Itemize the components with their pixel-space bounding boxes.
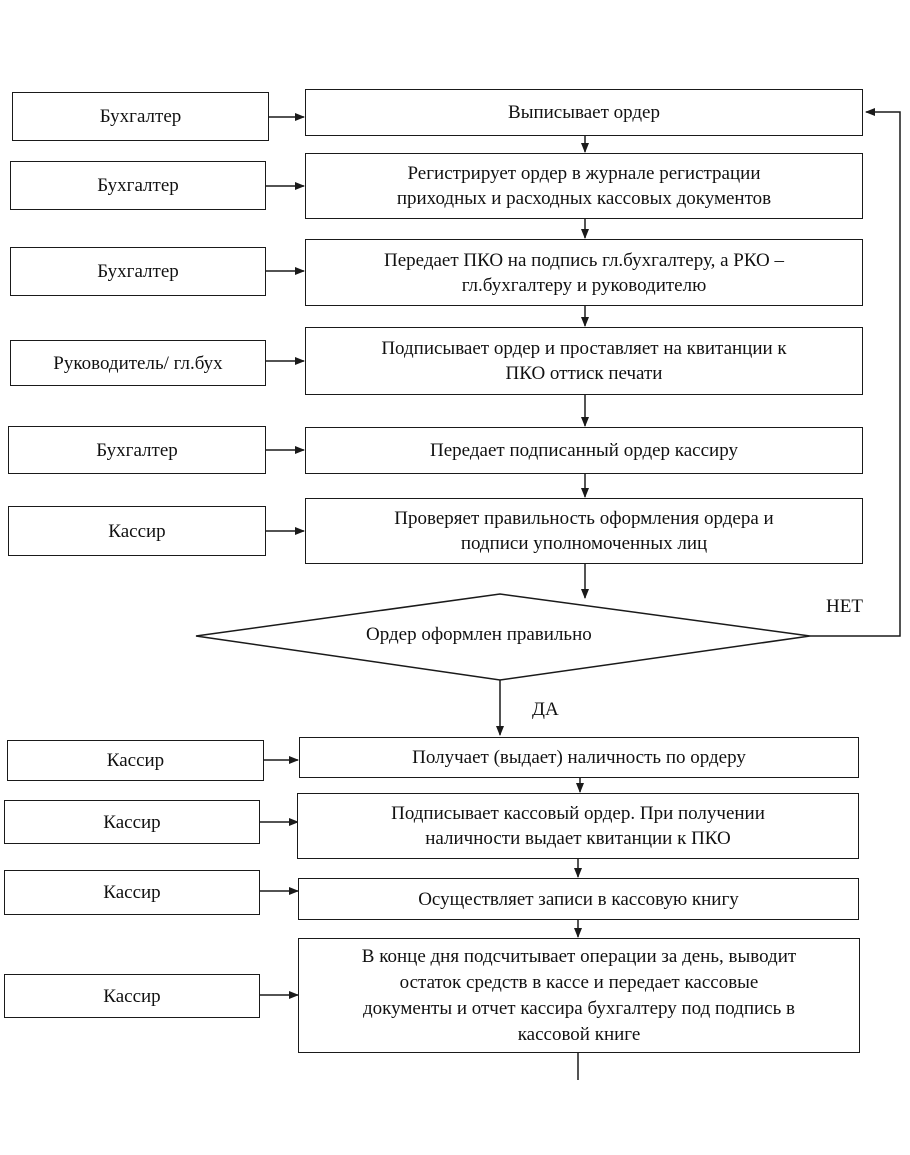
step-text-line: В конце дня подсчитывает операции за ден…: [361, 945, 797, 967]
step-text-line: подписи уполномоченных лиц: [460, 533, 708, 554]
actor-label: Кассир: [103, 985, 161, 1007]
step-box: Осуществляет записи в кассовую книгу: [298, 878, 859, 920]
step-text: Получает (выдает) наличность по ордеру: [412, 747, 746, 768]
actor-label: Бухгалтер: [96, 439, 178, 461]
decision-yes-label: ДА: [532, 699, 559, 720]
actor-label: Бухгалтер: [99, 106, 182, 127]
step-box: Передает подписанный ордер кассиру: [305, 427, 863, 474]
step-box: Выписывает ордер: [305, 89, 863, 136]
actor-box: Бухгалтер: [8, 426, 266, 474]
step-text: Передает подписанный ордер кассиру: [430, 440, 738, 461]
actor-box: Кассир: [4, 974, 260, 1018]
actor-box: Бухгалтер: [10, 247, 266, 296]
step-box: Передает ПКО на подпись гл.бухгалтеру, а…: [305, 239, 863, 306]
actor-box: Бухгалтер: [10, 161, 266, 210]
step-text-line: гл.бухгалтеру и руководителю: [461, 274, 707, 296]
step-text-line: Передает ПКО на подпись гл.бухгалтеру, а…: [383, 249, 785, 271]
arrow-decision-no: [810, 108, 901, 637]
actor-box: Кассир: [8, 506, 266, 556]
step-text-line: остаток средств в кассе и передает кассо…: [399, 971, 759, 993]
step-text-line: наличности выдает квитанции к ПКО: [425, 828, 731, 849]
step-text-line: Подписывает кассовый ордер. При получени…: [391, 803, 765, 824]
step-box: Подписывает кассовый ордер. При получени…: [297, 793, 859, 859]
actor-label: Кассир: [108, 520, 166, 542]
step-box: Регистрирует ордер в журнале регистрации…: [305, 153, 863, 219]
decision-question: Ордер оформлен правильно: [366, 624, 592, 645]
step-text: Осуществляет записи в кассовую книгу: [418, 888, 739, 910]
step-text-line: Подписывает ордер и проставляет на квита…: [381, 338, 787, 359]
actor-box: Бухгалтер: [12, 92, 269, 141]
step-text-line: кассовой книге: [517, 1023, 641, 1045]
step-text-line: документы и отчет кассира бухгалтеру под…: [363, 997, 795, 1019]
decision-diamond: [195, 593, 811, 681]
actor-label: Бухгалтер: [97, 261, 179, 282]
actor-label: Бухгалтер: [97, 175, 179, 196]
actor-box: Руководитель/ гл.бух: [10, 340, 266, 386]
actor-label: Руководитель/ гл.бух: [53, 352, 223, 374]
step-box: Проверяет правильность оформления ордера…: [305, 498, 863, 564]
step-box: Подписывает ордер и проставляет на квита…: [305, 327, 863, 395]
step-text-line: приходных и расходных кассовых документо…: [396, 188, 772, 209]
step-text-line: ПКО оттиск печати: [505, 363, 663, 384]
step-text: Выписывает ордер: [508, 102, 660, 123]
actor-label: Кассир: [103, 882, 161, 903]
actor-box: Кассир: [4, 800, 260, 844]
step-text-line: Проверяет правильность оформления ордера…: [394, 508, 774, 529]
step-box: В конце дня подсчитывает операции за ден…: [298, 938, 860, 1053]
step-box: Получает (выдает) наличность по ордеру: [299, 737, 859, 778]
actor-box: Кассир: [4, 870, 260, 915]
decision-no-label: НЕТ: [826, 596, 863, 617]
step-text-line: Регистрирует ордер в журнале регистрации: [407, 163, 761, 184]
actor-label: Кассир: [103, 811, 161, 833]
actor-label: Кассир: [106, 750, 165, 771]
actor-box: Кассир: [7, 740, 264, 781]
